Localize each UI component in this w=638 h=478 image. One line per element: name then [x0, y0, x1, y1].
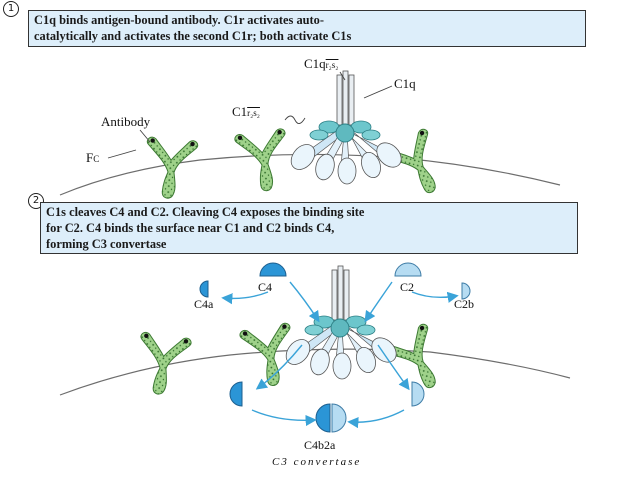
antibody-1a — [142, 136, 199, 201]
c1r2s2-label: C1r₂s₂ — [232, 104, 260, 119]
arrow-c4-to-c1 — [289, 281, 320, 323]
arrow-c1-to-c4a — [221, 291, 269, 305]
antibody-1b — [233, 127, 294, 195]
c4-molecule — [259, 262, 287, 277]
c2-molecule — [394, 262, 422, 277]
step-2-caption: C1s cleaves C4 and C2. Cleaving C4 expos… — [40, 202, 578, 254]
c3-convertase-label: C3 convertase — [272, 456, 362, 468]
c4b2a-complex — [315, 403, 347, 433]
c1q-label: C1q — [394, 76, 416, 91]
step-1-badge: 1 — [3, 1, 19, 17]
fc-leader — [107, 149, 137, 159]
arrow-c1-to-c2b — [411, 291, 459, 303]
step-2-caption-line-2: for C2. C4 binds the surface near C1 and… — [46, 221, 335, 235]
cell-surface-2 — [59, 348, 571, 396]
c1q-complex-leader — [339, 71, 346, 81]
c2a-fragment — [411, 381, 425, 407]
c1q-bouquet-2 — [280, 265, 402, 380]
c1q-complex-label: C1qr₂s₂ — [304, 56, 339, 71]
arrow-c1-to-c4b — [255, 344, 303, 390]
c4b-fragment — [229, 381, 243, 407]
c1r2s2-leader — [284, 115, 306, 124]
c2-label: C2 — [400, 280, 415, 294]
antibody-label: Antibody — [101, 114, 151, 129]
c4a-label: C4a — [194, 297, 214, 311]
fc-label: FC — [86, 150, 100, 165]
step-1-caption: C1q binds antigen-bound antibody. C1r ac… — [28, 10, 586, 47]
c1q-leader — [363, 85, 393, 99]
arrow-c2-to-c1 — [364, 281, 393, 323]
step-2-caption-line-3: forming C3 convertase — [46, 237, 167, 251]
c4a-fragment — [199, 280, 209, 298]
step-2-caption-line-1: C1s cleaves C4 and C2. Cleaving C4 expos… — [46, 205, 365, 219]
c4b2a-label: C4b2a — [304, 438, 336, 452]
arrow-c2a-to-complex — [347, 409, 405, 429]
antibody-leader — [139, 129, 151, 143]
arrow-c1-to-c2a — [377, 344, 410, 391]
step-1-caption-line-1: C1q binds antigen-bound antibody. C1r ac… — [34, 13, 324, 27]
arrow-c4b-to-complex — [251, 409, 317, 427]
antibody-2a — [132, 331, 193, 399]
c4-label: C4 — [258, 280, 273, 294]
c2b-fragment — [461, 282, 471, 300]
step-1-caption-line-2: catalytically and activates the second C… — [34, 29, 352, 43]
c2b-label: C2b — [454, 297, 475, 311]
